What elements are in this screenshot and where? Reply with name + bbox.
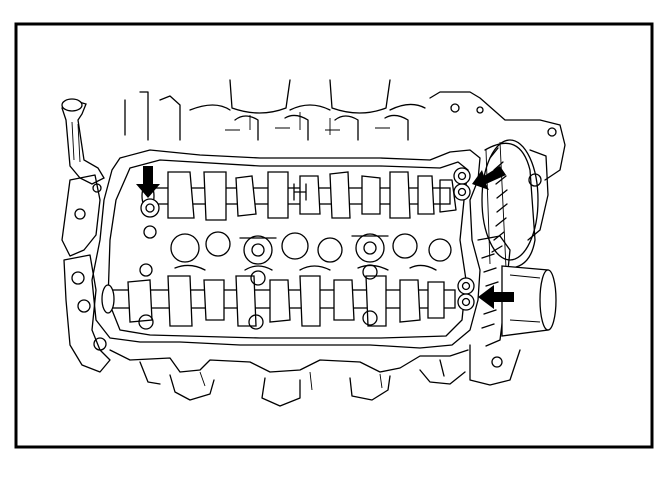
water-outlet-pipe bbox=[61, 98, 105, 185]
black-arrow-icon bbox=[136, 166, 514, 309]
arrow-upper-right-icon bbox=[472, 166, 506, 190]
head-gasket-outline bbox=[91, 149, 481, 349]
engine-bottom-casting bbox=[109, 349, 469, 407]
figure-frame bbox=[14, 22, 654, 449]
lower-camshaft bbox=[101, 275, 456, 327]
left-flange bbox=[61, 174, 111, 373]
arrow-lower-right-icon bbox=[478, 285, 514, 309]
target-bolts bbox=[140, 167, 475, 311]
engine-top-casting bbox=[124, 79, 566, 181]
upper-camshaft bbox=[141, 171, 457, 221]
arrow-down-left-icon bbox=[136, 166, 160, 198]
plug-tube-area bbox=[138, 225, 452, 330]
